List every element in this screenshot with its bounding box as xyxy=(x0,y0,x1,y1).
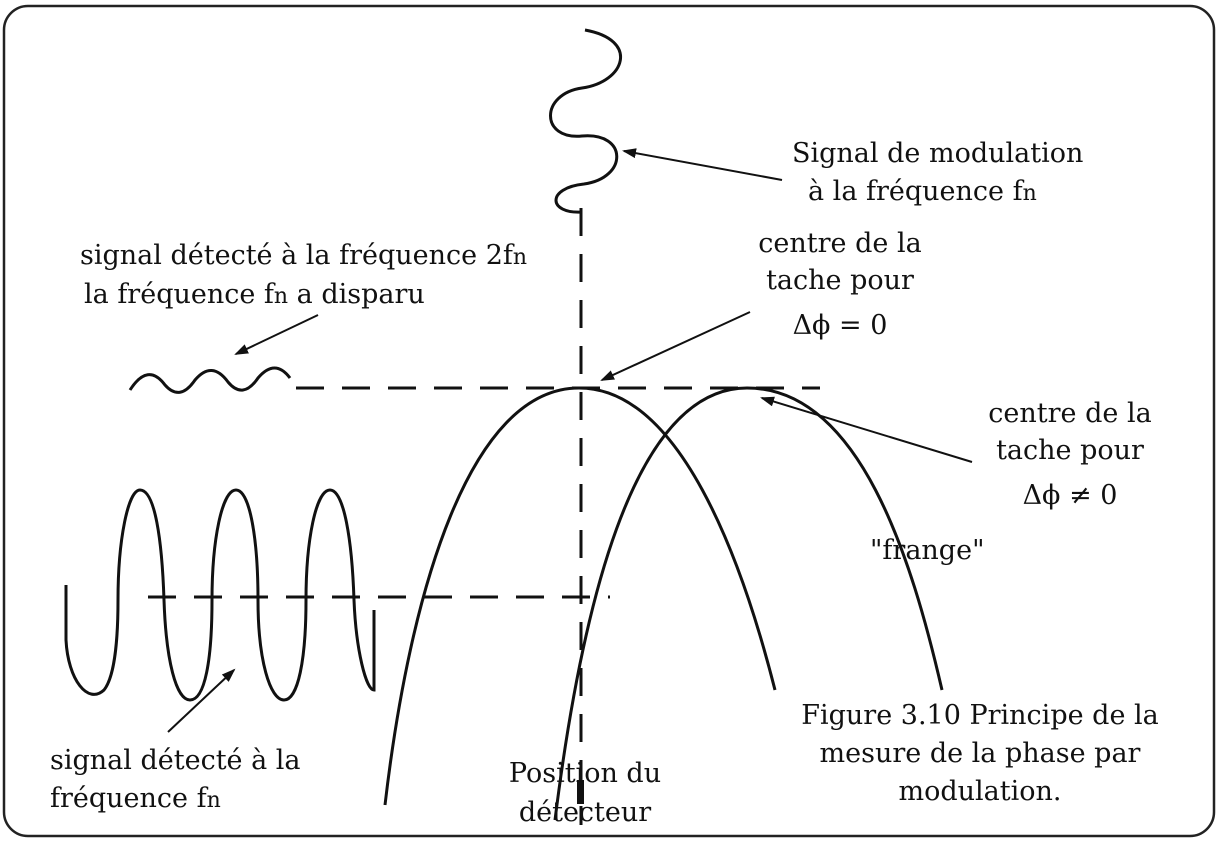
spot-center-zero-line2: tache pour xyxy=(766,265,914,296)
detected-fn-label-line1: signal détecté à la xyxy=(50,745,301,776)
detected-fn-label-line2: fréquence fn xyxy=(50,783,221,814)
detector-position-line2: détecteur xyxy=(518,797,652,828)
detector-marker xyxy=(577,780,584,804)
figure-caption-line3: modulation. xyxy=(898,776,1062,807)
arrow-to-center-zero xyxy=(600,311,751,381)
arrow-to-modulation-wave xyxy=(622,148,783,181)
fringe-arc-zero-phase xyxy=(383,386,777,806)
arrow-to-center-nonzero xyxy=(760,396,973,463)
rounded-frame xyxy=(2,4,1216,838)
arrow-to-fn-wave xyxy=(167,668,236,733)
spot-center-nonzero-line1: centre de la xyxy=(988,398,1152,429)
fringe-arc-nonzero-phase xyxy=(553,386,944,821)
detector-position-line1: Position du xyxy=(508,758,662,789)
fringe-label: "frange" xyxy=(870,535,985,566)
detected-2fn-label: signal détecté à la fréquence 2fn xyxy=(80,240,528,271)
spot-center-nonzero-line2: tache pour xyxy=(996,435,1144,466)
figure-caption-line2: mesure de la phase par xyxy=(819,738,1141,769)
arrow-to-2fn-wave xyxy=(234,314,319,355)
spot-center-zero-line3: Δϕ = 0 xyxy=(792,310,888,341)
modulation-signal-label-line2: à la fréquence fn xyxy=(808,176,1037,207)
figure-caption-line1: Figure 3.10 Principe de la xyxy=(801,700,1159,731)
detected-2fn-wave xyxy=(128,366,292,394)
spot-center-zero-line1: centre de la xyxy=(758,228,922,259)
detected-fn-wave xyxy=(64,488,376,702)
modulation-signal-label-line1: Signal de modulation xyxy=(792,138,1084,169)
fn-vanished-label: la fréquence fn a disparu xyxy=(84,279,425,310)
spot-center-nonzero-line3: Δϕ ≠ 0 xyxy=(1022,480,1118,511)
modulation-signal-wave xyxy=(549,28,622,214)
